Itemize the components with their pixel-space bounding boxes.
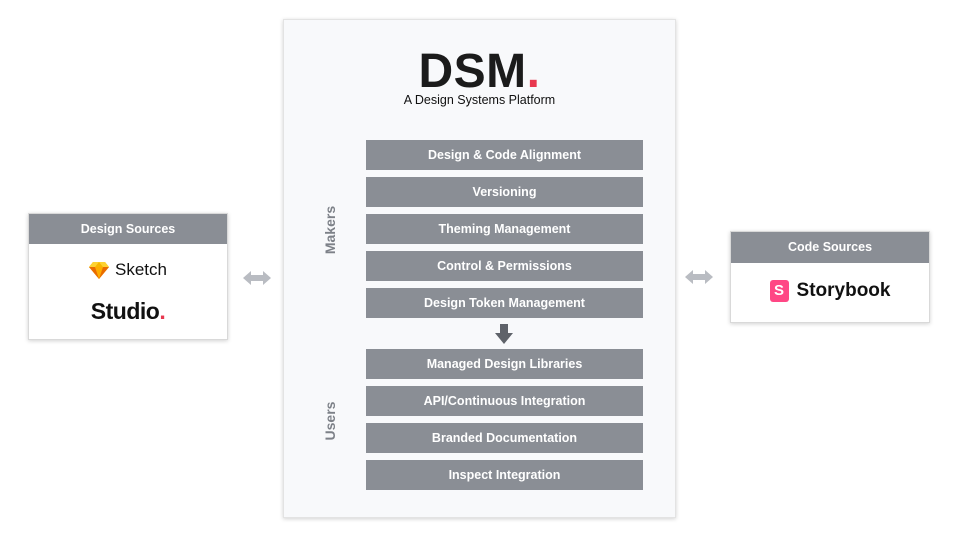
- makers-item: Control & Permissions: [366, 251, 643, 281]
- users-item: Inspect Integration: [366, 460, 643, 490]
- storybook-icon: S: [769, 280, 789, 302]
- sketch-gem-icon: [89, 262, 109, 279]
- design-sources-header: Design Sources: [29, 214, 227, 244]
- sketch-source: Sketch: [29, 260, 227, 280]
- users-item: Branded Documentation: [366, 423, 643, 453]
- users-item: API/Continuous Integration: [366, 386, 643, 416]
- dsm-logo: DSM.: [284, 44, 675, 99]
- dsm-logo-dot: .: [526, 45, 541, 98]
- users-label: Users: [322, 401, 338, 441]
- users-item: Managed Design Libraries: [366, 349, 643, 379]
- makers-item: Versioning: [366, 177, 643, 207]
- double-arrow-icon: [243, 271, 271, 285]
- sketch-label: Sketch: [115, 260, 167, 279]
- dsm-tagline: A Design Systems Platform: [403, 93, 556, 107]
- storybook-label: Storybook: [796, 280, 891, 301]
- makers-label: Makers: [322, 205, 338, 255]
- makers-item: Design Token Management: [366, 288, 643, 318]
- code-sources-header: Code Sources: [731, 232, 929, 263]
- storybook-source: S Storybook: [731, 280, 929, 302]
- down-arrow-icon: [495, 324, 513, 344]
- double-arrow-icon: [685, 270, 713, 284]
- makers-item: Theming Management: [366, 214, 643, 244]
- code-sources-card: Code Sources S Storybook: [730, 231, 930, 323]
- dsm-platform-panel: DSM. A Design Systems Platform Makers Us…: [283, 19, 676, 518]
- studio-logo: Studio.: [29, 298, 227, 325]
- design-sources-card: Design Sources Sketch Studio.: [28, 213, 228, 340]
- makers-item: Design & Code Alignment: [366, 140, 643, 170]
- studio-dot: .: [159, 298, 166, 324]
- dsm-logo-text: DSM: [418, 45, 527, 98]
- studio-label: Studio: [90, 298, 160, 324]
